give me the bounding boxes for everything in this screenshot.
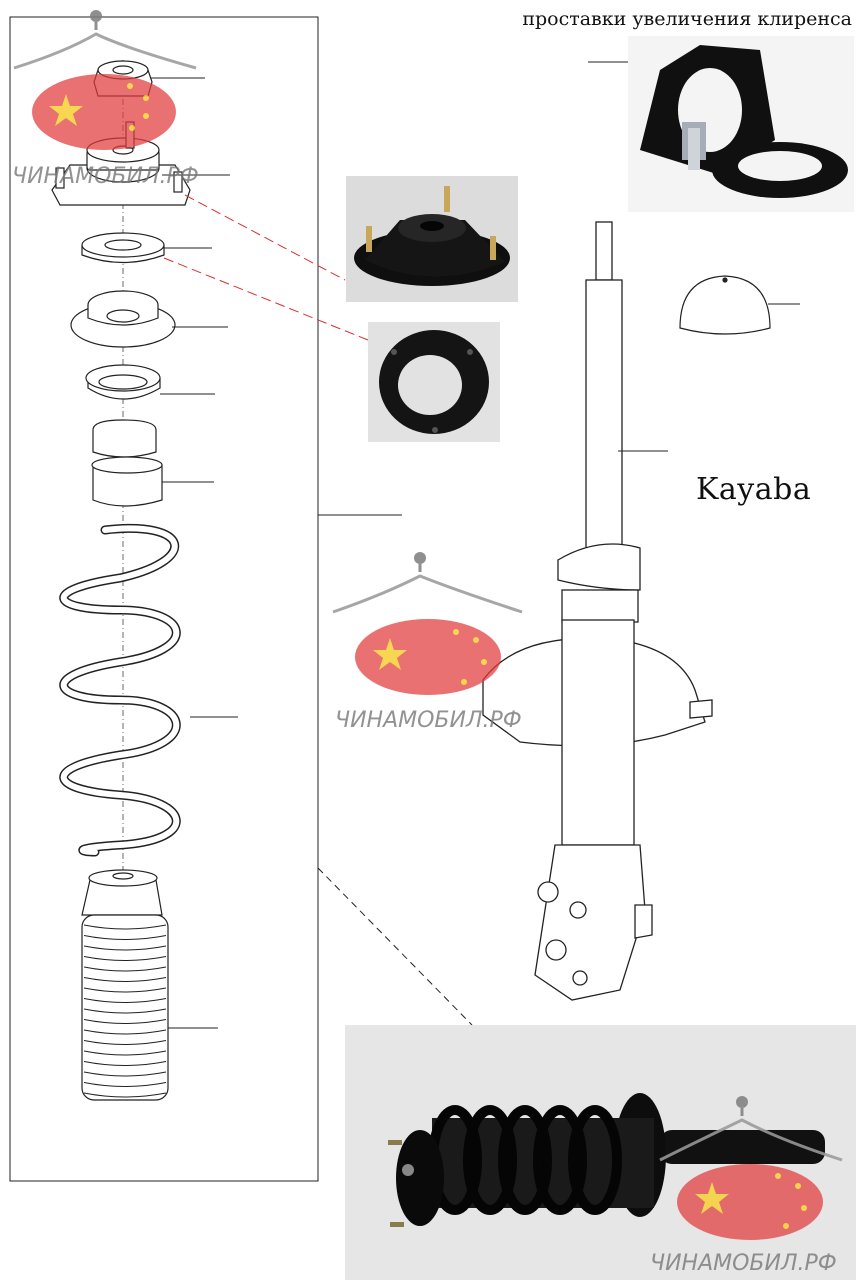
strut-bearing xyxy=(81,232,165,264)
bellows-ridge xyxy=(83,935,167,940)
parts-frame xyxy=(9,16,319,1182)
brand-label: Kayaba xyxy=(696,472,812,507)
watermark-middle xyxy=(332,552,523,695)
bellows-ridge xyxy=(83,1008,167,1014)
bellows-ridge xyxy=(83,945,167,951)
red-leader-bearing xyxy=(163,257,369,341)
watermark-text-middle: ЧИНАМОБИЛ.РФ xyxy=(335,708,522,733)
bellows-ridge xyxy=(83,1019,167,1024)
coil-spring-inner xyxy=(60,525,180,855)
bellows-ridge xyxy=(83,1061,167,1066)
upper-spring-seat xyxy=(70,290,176,348)
bellows-ridge xyxy=(83,966,167,972)
spring-insulator xyxy=(85,364,161,400)
dust-boot-bellows xyxy=(83,924,167,1098)
bump-stop xyxy=(91,419,163,507)
photo-complete-strut-assembly xyxy=(345,1025,856,1280)
spacers-caption: проставки увеличения клиренса xyxy=(522,8,852,30)
bellows-ridge xyxy=(83,987,167,993)
watermark-top-left xyxy=(13,10,197,150)
photo-top-mount xyxy=(346,176,518,302)
bellows-ridge xyxy=(83,1040,167,1045)
bellows-ridge xyxy=(83,1082,167,1087)
red-leader-top-mount xyxy=(184,194,346,281)
watermark-text-bottom-right: ЧИНАМОБИЛ.РФ xyxy=(650,1251,837,1276)
strut-cap xyxy=(679,275,771,335)
photo-clearance-spacers xyxy=(588,36,854,212)
bellows-ridge xyxy=(83,956,167,961)
bellows-ridge xyxy=(83,924,167,930)
bellows-ridge xyxy=(83,1050,167,1056)
bellows-ridge xyxy=(83,1029,167,1035)
bellows-ridge xyxy=(83,977,167,982)
shock-absorber-drawing xyxy=(482,221,713,1001)
leader-assembly-photo xyxy=(317,867,473,1026)
bellows-ridge xyxy=(83,1071,167,1077)
bellows-ridge xyxy=(83,998,167,1003)
watermark-text-top-left: ЧИНАМОБИЛ.РФ xyxy=(12,164,199,189)
watermark-bottom-right xyxy=(659,1096,843,1240)
bellows-ridge xyxy=(83,1092,167,1098)
photo-strut-bearing xyxy=(368,322,500,442)
